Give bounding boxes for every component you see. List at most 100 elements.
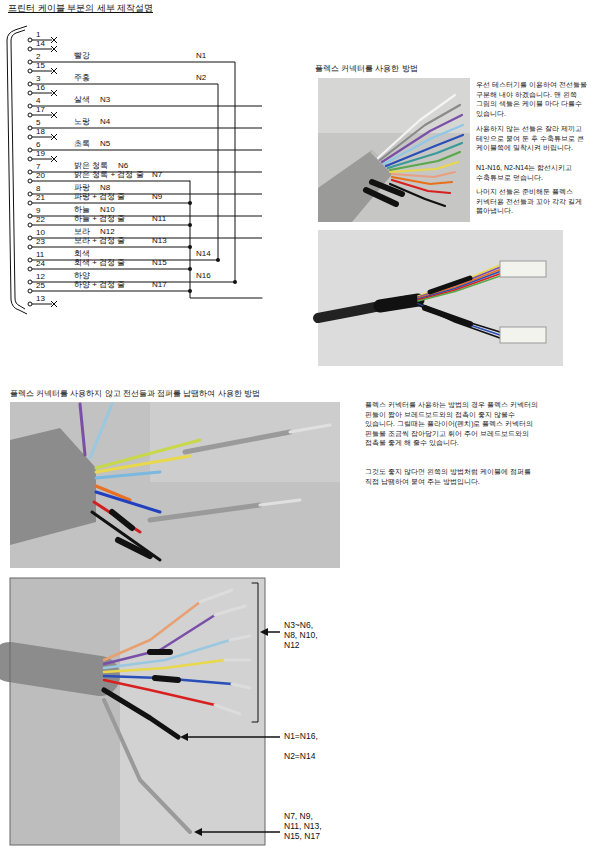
wire-line [32, 172, 262, 173]
leader-arrow [186, 736, 280, 738]
note-paragraph: N1-N16, N2-N14는 합선시키고 수축튜브로 덮습니다. [476, 163, 596, 182]
arrow-head [194, 828, 202, 836]
wire-color: 주홍 [74, 73, 90, 82]
pin-number: 24 [36, 259, 45, 268]
junction-dot [188, 223, 192, 227]
pin-dot [28, 47, 32, 51]
pin-dot [28, 302, 32, 306]
cable-wire [104, 640, 230, 668]
pin-dot [28, 258, 32, 262]
junction-dot [188, 267, 192, 271]
connector-outline [7, 26, 27, 314]
cable-wire [390, 162, 458, 172]
pin-lead [32, 49, 52, 50]
unused-mark [51, 90, 57, 96]
unused-mark [51, 37, 57, 43]
wire-color: 밝은 청록 + 검정 줄 [74, 170, 144, 179]
jumper-pin [230, 636, 250, 640]
cable-body [10, 662, 100, 676]
pin-number: 9 [36, 206, 40, 215]
wire-line [32, 225, 190, 226]
photo-background [10, 402, 340, 568]
net-label: N5 [100, 139, 110, 148]
pin-number: 8 [36, 184, 40, 193]
jumper-wire [185, 432, 290, 452]
section-heading: 플렉스 커넥터를 사용한 방법 [315, 64, 418, 73]
cable-wire [80, 404, 85, 455]
pin-number: 11 [36, 250, 44, 259]
heat-shrink [150, 649, 170, 655]
wire-line [32, 84, 218, 85]
pin-dot [28, 135, 32, 139]
net-label: N15 [152, 258, 167, 267]
wire-color: 하늘 + 검정 줄 [74, 214, 125, 223]
wire-line [32, 194, 262, 195]
pin-number: 15 [36, 61, 45, 70]
unused-mark [51, 156, 57, 162]
cable-wire [418, 276, 500, 301]
note-paragraph: 우선 테스터기를 이용하여 전선들을 구분해 내야 하겠습니다. 맨 왼쪽 그림… [476, 80, 596, 118]
callout-label: N2=N14 [284, 751, 315, 761]
wire-color: 살색 [74, 95, 90, 104]
wire-line [32, 106, 262, 107]
short-line [235, 62, 236, 282]
cable-wire [96, 472, 160, 478]
heat-shrink [430, 278, 470, 292]
junction-dot [216, 258, 220, 262]
net-label: N16 [196, 271, 211, 280]
pin-dot [28, 170, 32, 174]
heat-shrink [112, 512, 132, 528]
net-label: N1 [196, 51, 206, 60]
pin-dot [28, 69, 32, 73]
wire-color: 파랑 + 검정 줄 [74, 192, 125, 201]
jumper-pin [200, 590, 232, 602]
pin-dot [28, 192, 32, 196]
wire-color: 보라 [74, 227, 90, 236]
pin-number: 12 [36, 272, 45, 281]
wire-line [32, 247, 190, 248]
pin-dot [28, 113, 32, 117]
heat-shrink [155, 678, 178, 680]
jumper-pin [290, 425, 330, 432]
cable-wire [90, 404, 112, 458]
net-label: N11 [152, 214, 166, 223]
cable-wire [96, 456, 190, 472]
pin-number: 18 [36, 127, 45, 136]
wire-color: 회색 [74, 249, 90, 258]
pin-number: 6 [36, 140, 40, 149]
cable-wire [104, 660, 225, 672]
pin-dot [28, 289, 32, 293]
leader-arrow [266, 631, 280, 633]
pin-lead [32, 159, 52, 160]
pin-lead [32, 71, 52, 72]
net-label: N14 [196, 249, 211, 258]
jumper-pin [232, 684, 250, 688]
pin-dot [28, 104, 32, 108]
flex-connector [500, 327, 546, 343]
cable-wire [418, 267, 500, 297]
callout-label: N7, N9, N11, N13, N15, N17 [284, 811, 324, 841]
net-label: N8 [100, 183, 110, 192]
junction-dot [188, 201, 192, 205]
pin-lead [32, 93, 52, 94]
wire-color: 노랑 [74, 117, 90, 126]
cable-wire [378, 95, 455, 158]
wire-line [32, 291, 190, 292]
wire-color: 하양 [74, 271, 90, 280]
jumper-pin [260, 500, 300, 505]
net-label: N12 [100, 227, 115, 236]
unused-mark [51, 301, 57, 307]
heat-shrink [380, 300, 418, 306]
pin-dot [28, 223, 32, 227]
pin-dot [28, 280, 32, 284]
cable-wire [418, 269, 500, 298]
wire-line [32, 238, 262, 239]
pin-dot [28, 267, 32, 271]
unused-mark [51, 46, 57, 52]
flex-connector [500, 261, 546, 277]
wire-color: 빨강 [74, 51, 90, 60]
pin-number: 17 [36, 105, 45, 114]
pin-number: 22 [36, 215, 45, 224]
net-label: N7 [152, 170, 162, 179]
